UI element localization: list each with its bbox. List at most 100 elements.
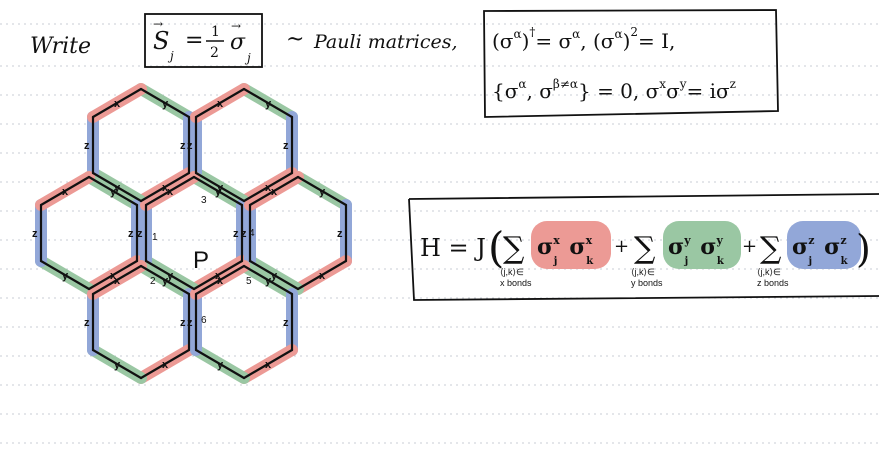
spin-definition-box — [144, 13, 263, 68]
site-number-5: 5 — [246, 276, 252, 287]
site-number-4: 4 — [249, 228, 255, 239]
bond-label-z: z — [283, 140, 289, 152]
bond-line — [192, 259, 244, 291]
bond-label-x: x — [319, 270, 326, 282]
bond-label-y: y — [217, 359, 224, 371]
bond-label-x: x — [62, 186, 69, 198]
bond-label-y: y — [319, 186, 326, 198]
identities-line-1: (σα)†= σα, (σα)2= I, — [492, 25, 675, 53]
x-sum-bonds: x bonds — [500, 278, 532, 288]
bond-label-z: z — [283, 317, 289, 329]
bond-label-x: x — [114, 275, 121, 287]
site-number-3: 3 — [201, 195, 207, 206]
bond-label-y: y — [110, 186, 117, 198]
hamiltonian-close-paren: ) — [856, 227, 871, 271]
bond-line — [144, 175, 196, 207]
bond-line — [91, 264, 143, 296]
bond-line — [248, 175, 300, 207]
bond-label-x: x — [114, 98, 121, 110]
plus-sign-1: + — [614, 236, 629, 257]
bond-label-y: y — [167, 270, 174, 282]
bond-line — [91, 348, 143, 380]
site-number-6: 6 — [201, 315, 207, 326]
bond-line — [139, 264, 191, 296]
bond-line — [39, 259, 91, 291]
plus-sign-2: + — [742, 236, 757, 257]
bond-line — [139, 87, 191, 119]
bond-label-z: z — [337, 228, 343, 240]
spin-subscript: j — [167, 49, 174, 63]
bond-label-z: z — [187, 317, 193, 329]
bond-line — [139, 348, 191, 380]
bond-label-x: x — [217, 275, 224, 287]
identity-anticommutator: {σα, σβ≠α} = 0, σxσy= iσz — [492, 77, 736, 103]
bond-label-z: z — [233, 228, 239, 240]
bond-label-z: z — [128, 228, 134, 240]
bond-line — [139, 171, 191, 203]
tilde-sign: ~ — [286, 27, 304, 52]
bond-label-x: x — [167, 186, 174, 198]
hamiltonian-box — [408, 193, 879, 301]
bond-line — [194, 171, 246, 203]
equals-sign: = — [185, 28, 203, 53]
spin-symbol: S — [153, 27, 169, 55]
bond-label-x: x — [217, 98, 224, 110]
bond-label-x: x — [265, 359, 272, 371]
bond-label-y: y — [215, 186, 222, 198]
bond-line — [296, 175, 348, 207]
bond-line — [87, 259, 139, 291]
bond-label-x: x — [265, 182, 272, 194]
x-sum-index: ⟨j,k⟩∈ — [500, 267, 524, 277]
bond-label-z: z — [32, 228, 38, 240]
bond-line — [242, 87, 294, 119]
hamiltonian-open-paren: ( — [488, 223, 504, 272]
pauli-label: Pauli matrices, — [313, 31, 458, 53]
bond-label-y: y — [62, 270, 69, 282]
bond-label-z: z — [137, 228, 143, 240]
bond-line — [87, 175, 139, 207]
z-sum-sign: ∑ — [760, 231, 782, 266]
bond-label-x: x — [162, 182, 169, 194]
bond-label-z: z — [84, 140, 90, 152]
bond-label-y: y — [114, 182, 121, 194]
y-sum-sign: ∑ — [634, 231, 656, 266]
site-number-2: 2 — [150, 276, 156, 287]
bond-label-z: z — [84, 317, 90, 329]
sigma-vector-arrow: → — [231, 19, 241, 33]
bond-line — [192, 175, 244, 207]
z-term-highlight — [787, 221, 861, 269]
bond-line — [194, 348, 246, 380]
bond-line — [144, 259, 196, 291]
bond-line — [242, 171, 294, 203]
spin-definition: S → j = 1 2 σ → j — [153, 17, 251, 65]
bond-label-z: z — [241, 228, 247, 240]
bond-label-y: y — [162, 275, 169, 287]
bond-line — [296, 259, 348, 291]
x-sum-sign: ∑ — [503, 231, 525, 266]
identities-line-2: {σα, σβ≠α} = 0, σxσy= iσz — [492, 77, 736, 103]
half-numerator: 1 — [211, 24, 220, 40]
bond-label-x: x — [215, 270, 222, 282]
y-sum-index: ⟨j,k⟩∈ — [631, 267, 655, 277]
bond-label-x: x — [110, 270, 117, 282]
bond-line — [242, 264, 294, 296]
lattice-labels: P 1 2 3 4 5 6 — [150, 195, 255, 326]
sigma-subscript: j — [244, 51, 251, 65]
half-denominator: 2 — [210, 45, 219, 61]
bond-label-y: y — [114, 359, 121, 371]
x-term-highlight — [531, 221, 611, 269]
bond-line — [248, 259, 300, 291]
bond-label-z: z — [187, 140, 193, 152]
site-number-1: 1 — [152, 232, 158, 243]
y-term-highlight — [663, 221, 741, 269]
z-sum-bonds: z bonds — [757, 278, 789, 288]
bond-line — [91, 87, 143, 119]
bond-line — [39, 175, 91, 207]
bond-line — [194, 87, 246, 119]
